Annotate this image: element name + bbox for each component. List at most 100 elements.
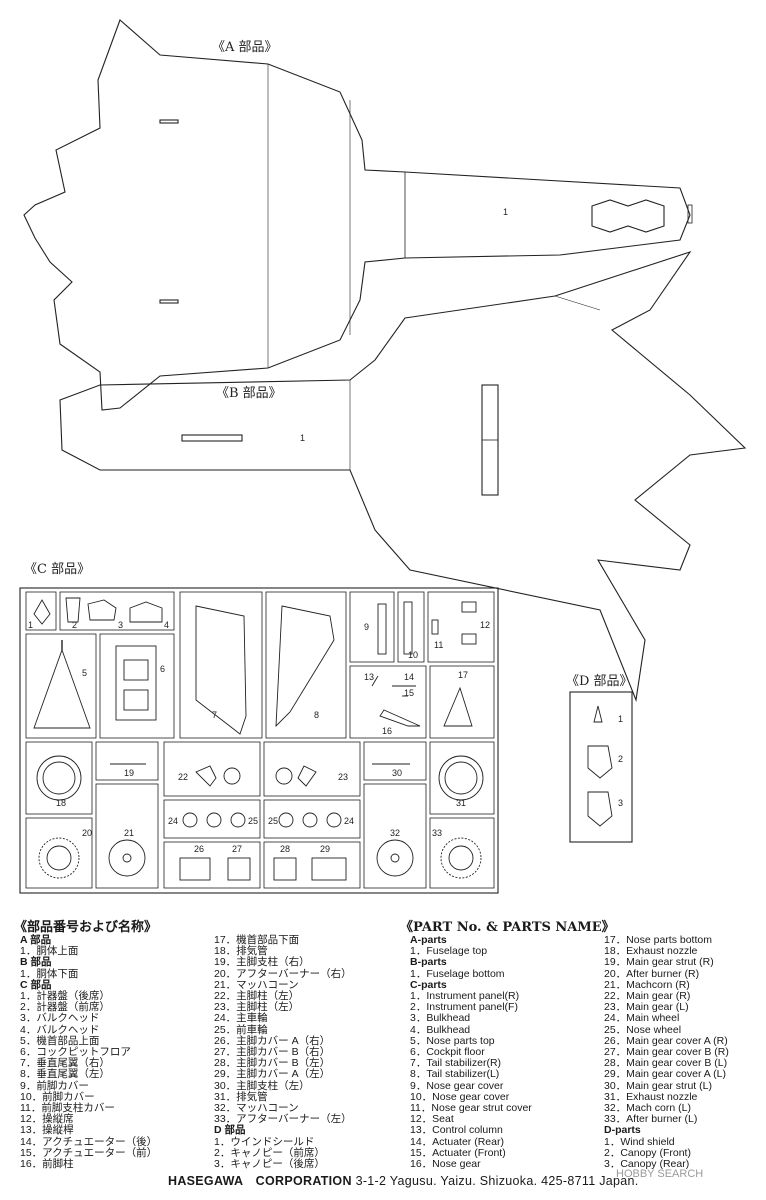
part-number-12: 12 [480, 620, 490, 630]
a-fuselage-number: 1 [503, 207, 508, 217]
part-number-28: 28 [280, 844, 290, 854]
list-section-header: A 部品 [20, 934, 52, 946]
part-number-33: 33 [432, 828, 442, 838]
list-item: 23．Main gear (L) [604, 1001, 689, 1014]
part-number-23: 23 [338, 772, 348, 782]
list-item: 5．Nose parts top [410, 1034, 495, 1047]
list-section-header: A-parts [410, 934, 447, 946]
list-item: 7．Tail stabilizer(R) [410, 1057, 502, 1070]
part-number-30: 30 [392, 768, 402, 778]
b-part-outline [59, 250, 747, 703]
d-number-2: 2 [618, 754, 623, 764]
list-item: 20．After burner (R) [604, 967, 700, 980]
list-item: 14．Actuater (Rear) [410, 1135, 504, 1148]
a-detail-slot [159, 299, 179, 304]
list-item: 2．Canopy (Front) [604, 1146, 691, 1159]
list-item: 24．主車輪 [214, 1012, 268, 1025]
section-label-b: 《B 部品》 [216, 386, 282, 401]
c-part-shapes [33, 597, 484, 881]
list-item: 11．前脚支柱カバー [20, 1102, 115, 1115]
list-item: 10．Nose gear cover [410, 1090, 510, 1103]
list-item: 1．ウインドシールド [214, 1135, 315, 1148]
part-number-31: 31 [456, 798, 466, 808]
list-item: 8．Tail stabilizer(L) [410, 1068, 500, 1081]
list-item: 3．Canopy (Rear) [604, 1158, 690, 1171]
list-item: 30．Main gear strut (L) [604, 1079, 712, 1092]
part-number-8: 8 [314, 710, 319, 720]
list-item: 30．主脚支柱（左） [214, 1079, 310, 1092]
list-section-header: C 部品 [20, 978, 52, 991]
list-item: 17．機首部品下面 [214, 934, 300, 946]
company-address: 3-1-2 Yagusu. Yaizu. Shizuoka. 425-8711 … [355, 1174, 639, 1188]
list-item: 25．Nose wheel [604, 1023, 682, 1036]
part-number-7: 7 [212, 710, 217, 720]
list-section-header: B-parts [410, 956, 447, 969]
section-label-d: 《D 部品》 [566, 674, 633, 689]
list-item: 1．Instrument panel(R) [410, 990, 520, 1003]
d-runner-frame [569, 691, 633, 843]
part-number-27: 27 [232, 844, 242, 854]
list-item: 12．Seat [410, 1113, 454, 1126]
list-item: 1．胴体下面 [20, 967, 79, 980]
list-item: 18．Exhaust nozzle [604, 945, 698, 958]
part-number-29: 29 [320, 844, 330, 854]
list-item: 33．After burner (L) [604, 1113, 698, 1126]
list-section-header: D 部品 [214, 1124, 246, 1137]
list-item: 4．バルクヘッド [20, 1023, 100, 1036]
list-item: 21．マッハコーン [214, 978, 299, 991]
list-item: 31．排気管 [214, 1090, 268, 1103]
d-number-3: 3 [618, 798, 623, 808]
c-runner-frame [19, 587, 499, 894]
list-item: 8．垂直尾翼（左） [20, 1068, 110, 1081]
watermark: HOBBY SEARCH [616, 1168, 704, 1180]
part-number-9: 9 [364, 622, 369, 632]
part-number-2: 2 [72, 620, 77, 630]
part-number-25: 25 [248, 816, 258, 826]
list-section-header: B 部品 [20, 956, 52, 969]
part-number-16: 16 [382, 726, 392, 736]
list-item: 14．アクチュエーター（後） [20, 1135, 158, 1148]
list-item: 2．Instrument panel(F) [410, 1001, 518, 1014]
list-item: 7．垂直尾翼（右） [20, 1057, 110, 1070]
list-item: 31．Exhaust nozzle [604, 1090, 698, 1103]
part-number-4: 4 [164, 620, 169, 630]
list-item: 25．前車輪 [214, 1023, 268, 1036]
list-item: 1．Fuselage bottom [410, 967, 505, 980]
c-runner-cells [25, 591, 495, 889]
d-number-1: 1 [618, 714, 623, 724]
list-item: 16．Nose gear [410, 1158, 481, 1171]
list-section-header: C-parts [410, 978, 447, 991]
list-item: 28．Main gear cover B (L) [604, 1057, 728, 1070]
list-item: 19．主脚支柱（右） [214, 956, 310, 969]
part-number-17: 17 [458, 670, 468, 680]
part-number-10: 10 [408, 650, 418, 660]
list-item: 32．マッハコーン [214, 1102, 299, 1115]
list-item: 1．胴体上面 [20, 945, 79, 958]
list-item: 19．Main gear strut (R) [604, 956, 714, 969]
list-item: 29．Main gear cover A (L) [604, 1068, 726, 1081]
list-item: 9．前脚カバー [20, 1079, 89, 1092]
part-number-22: 22 [178, 772, 188, 782]
list-item: 15．アクチュエーター（前） [20, 1146, 158, 1159]
list-item: 32．Mach corn (L) [604, 1102, 691, 1115]
list-item: 29．主脚カバー A（左） [214, 1068, 331, 1081]
jp-list-title: 《部品番号および名称》 [14, 920, 158, 935]
list-item: 24．Main wheel [604, 1012, 680, 1025]
list-item: 22．Main gear (R) [604, 990, 691, 1003]
b-detail-slot [181, 434, 243, 442]
part-number-15: 15 [404, 688, 414, 698]
part-number-11: 11 [434, 640, 443, 650]
part-number-18: 18 [56, 798, 66, 808]
list-item: 10．前脚カバー [20, 1090, 95, 1103]
part-number-25b: 25 [268, 816, 278, 826]
list-item: 11．Nose gear strut cover [410, 1102, 532, 1115]
a-part-outline [23, 19, 691, 411]
part-number-13: 13 [364, 672, 374, 682]
list-item: 3．キャノピー（後席） [214, 1158, 325, 1171]
list-item: 26．主脚カバー A（右） [214, 1034, 331, 1047]
list-item: 20．アフターバーナー（右） [214, 967, 352, 980]
